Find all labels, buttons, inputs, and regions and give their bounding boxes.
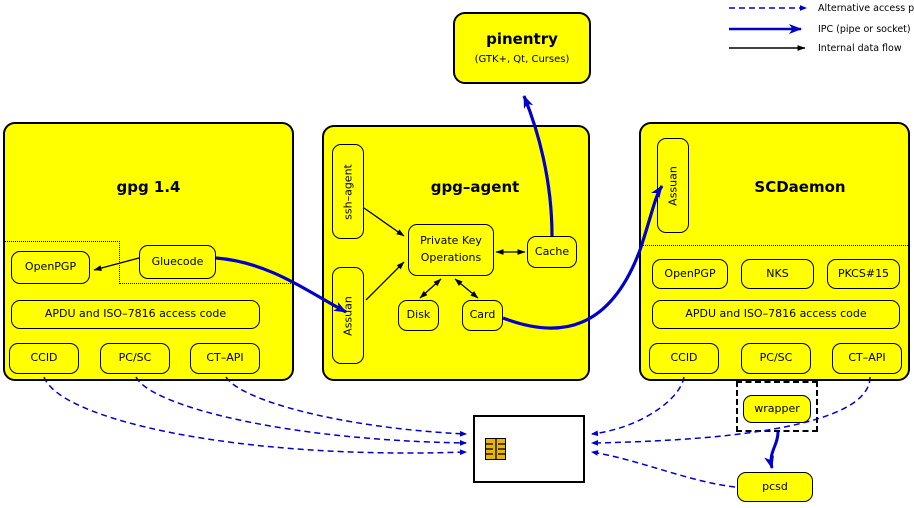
scdaemon-apdu-box[interactable]: APDU and ISO–7816 access code xyxy=(652,300,900,329)
card-box[interactable]: Card xyxy=(462,300,503,331)
scdaemon-app-pkcs15[interactable]: PKCS#15 xyxy=(827,259,900,289)
cache-box[interactable]: Cache xyxy=(527,236,577,268)
gpg-agent-assuan-label: Assuan xyxy=(341,295,355,336)
gpg-card-layer-boundary-lower xyxy=(119,283,291,284)
scdaemon-layer-divider xyxy=(641,245,908,246)
scdaemon-driver-pcsc[interactable]: PC/SC xyxy=(741,343,811,374)
gpg-gluecode-box[interactable]: Gluecode xyxy=(139,245,216,279)
legend-label-alt-paths: Alternative access paths xyxy=(818,3,914,14)
legend-label-ipc: IPC (pipe or socket) xyxy=(818,24,911,35)
pinentry-box[interactable]: pinentry (GTK+, Qt, Curses) xyxy=(453,12,591,84)
gpg-title: gpg 1.4 xyxy=(116,178,181,196)
wrapper-box[interactable]: wrapper xyxy=(743,395,811,423)
scdaemon-assuan-box[interactable]: Assuan xyxy=(657,138,689,233)
gpg-card-layer-boundary xyxy=(3,241,120,242)
scdaemon-assuan-label: Assuan xyxy=(666,165,680,206)
scdaemon-app-openpgp[interactable]: OpenPGP xyxy=(652,259,728,289)
smartcard-chip-icon xyxy=(485,438,506,460)
pcsd-box[interactable]: pcsd xyxy=(737,472,813,502)
gpg-apdu-box[interactable]: APDU and ISO–7816 access code xyxy=(11,300,260,329)
disk-box[interactable]: Disk xyxy=(398,300,439,331)
private-key-ops-line2: Operations xyxy=(420,251,482,264)
pinentry-subtitle: (GTK+, Qt, Curses) xyxy=(474,53,570,65)
gpg-driver-ctapi[interactable]: CT–API xyxy=(190,343,260,374)
gpg-agent-title: gpg–agent xyxy=(430,178,520,196)
scdaemon-title: SCDaemon xyxy=(754,178,846,196)
legend-label-internal-flow: Internal data flow xyxy=(818,43,902,54)
scdaemon-app-nks[interactable]: NKS xyxy=(741,259,814,289)
gpg-driver-pcsc[interactable]: PC/SC xyxy=(100,343,170,374)
gpg-driver-ccid[interactable]: CCID xyxy=(9,343,79,374)
gpg-card-layer-boundary-vertical xyxy=(119,241,120,284)
gpg-agent-ssh-agent-box[interactable]: ssh–agent xyxy=(332,144,364,239)
gpg-agent-assuan-box[interactable]: Assuan xyxy=(332,267,364,364)
gpg-openpgp-box[interactable]: OpenPGP xyxy=(11,251,90,284)
private-key-operations-box[interactable]: Private Key Operations xyxy=(408,224,494,276)
scdaemon-driver-ccid[interactable]: CCID xyxy=(649,343,719,374)
scdaemon-driver-ctapi[interactable]: CT–API xyxy=(832,343,902,374)
private-key-ops-line1: Private Key xyxy=(420,234,482,248)
pinentry-title: pinentry xyxy=(486,29,558,48)
ssh-agent-label: ssh–agent xyxy=(341,163,355,220)
